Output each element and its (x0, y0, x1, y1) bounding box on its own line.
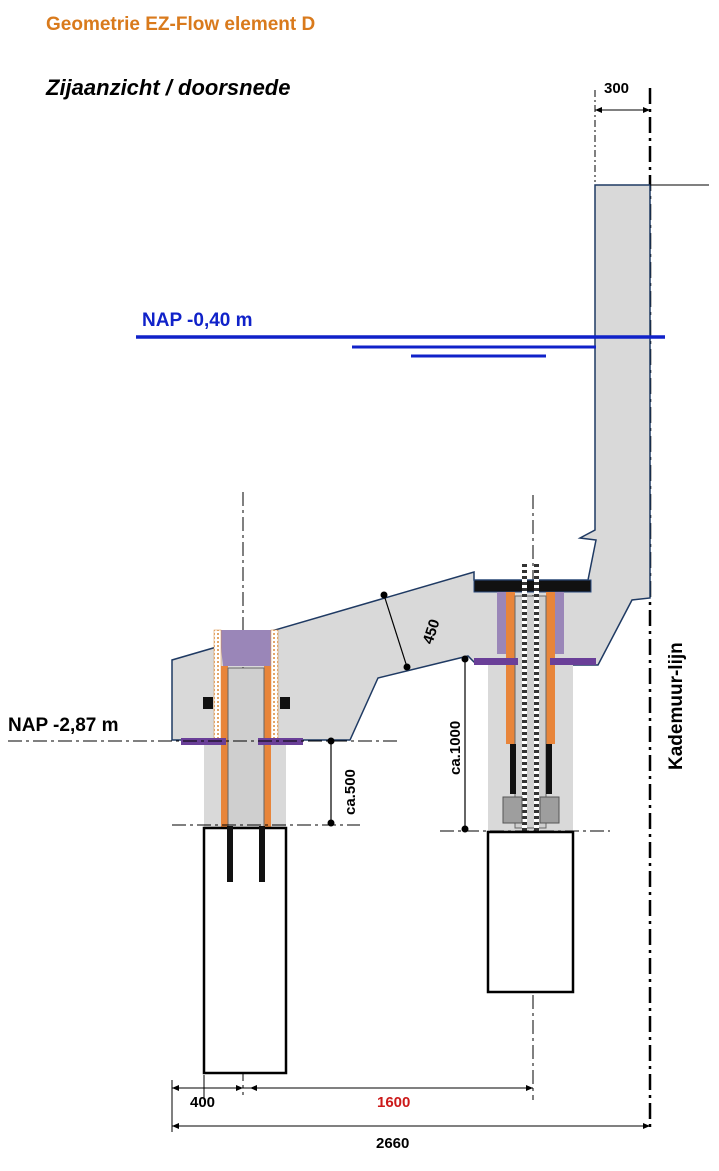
dim-pile-spacing-label: 1600 (377, 1094, 410, 1111)
dim-wall-width: 300 (594, 80, 650, 182)
water-level-label: NAP -0,40 m (142, 310, 253, 331)
dim-embed-left: ca.500 (172, 737, 360, 827)
right-plate-left (474, 658, 518, 665)
left-anchor-right (280, 697, 290, 709)
base-level: NAP -2,87 m (8, 715, 400, 742)
quay-line: Kademuur-lijn (648, 88, 687, 1128)
quay-line-label: Kademuur-lijn (666, 642, 687, 770)
water-level: NAP -0,40 m (136, 310, 665, 358)
left-plate-right (258, 738, 303, 745)
right-plate-right (550, 658, 596, 665)
drawing-title: Geometrie EZ-Flow element D (46, 14, 315, 35)
dim-wall-width-label: 300 (604, 80, 629, 97)
bottom-dimensions: 400 1600 2660 (171, 1075, 650, 1152)
dim-embed-right-label: ca.1000 (447, 721, 464, 775)
dim-total-width-label: 2660 (376, 1135, 409, 1152)
left-anchor-left (203, 697, 213, 709)
base-level-label: NAP -2,87 m (8, 715, 119, 736)
right-top-plate (473, 579, 592, 593)
right-pile (473, 495, 596, 1100)
dim-slab-thickness: 450 (380, 591, 444, 671)
dim-embed-right: ca.1000 (440, 655, 610, 833)
dim-slab-thickness-label: 450 (420, 617, 444, 646)
left-pile (181, 492, 303, 1095)
dim-embed-left-label: ca.500 (342, 769, 359, 815)
dim-pile-width-label: 400 (190, 1094, 215, 1111)
drawing-subtitle: Zijaanzicht / doorsnede (45, 75, 290, 100)
